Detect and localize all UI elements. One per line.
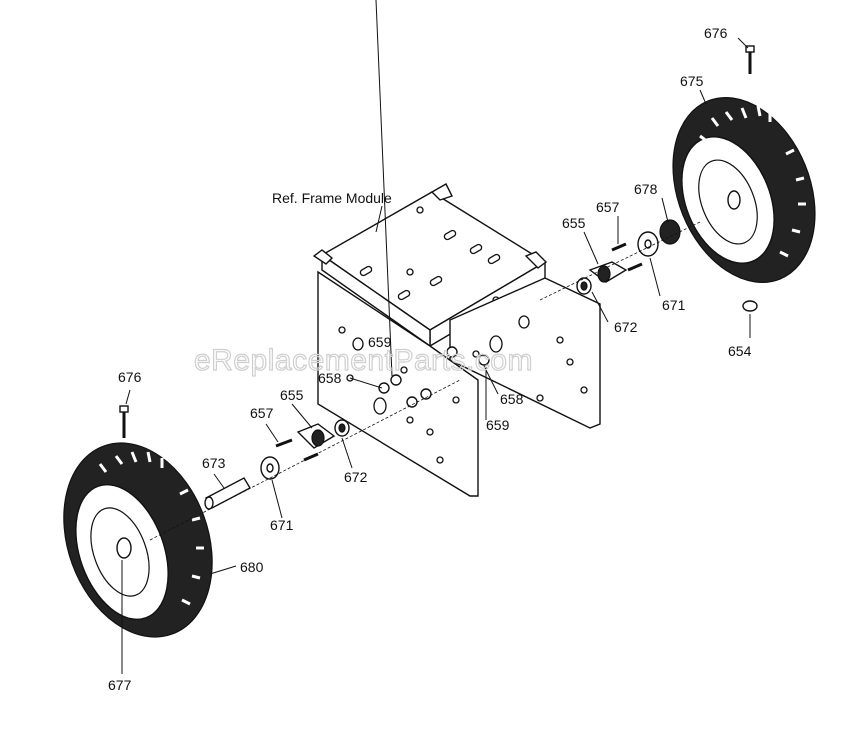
- callout-654: 654: [728, 343, 752, 359]
- callout-658-left: 658: [318, 370, 342, 386]
- callout-673: 673: [202, 455, 226, 471]
- bolt-676-top: [745, 45, 755, 74]
- watermark: eReplacementParts.com: [194, 344, 533, 377]
- callout-675: 675: [680, 73, 704, 89]
- callout-676-left: 676: [118, 369, 142, 385]
- callout-657-right: 657: [596, 199, 620, 215]
- callout-672-right: 672: [614, 319, 638, 335]
- leader-lines: [121, 0, 751, 674]
- frame-module: [312, 183, 601, 497]
- frame-module-label: Ref. Frame Module: [272, 190, 392, 206]
- right-wheel: [672, 97, 816, 283]
- bolt-676-left: [119, 405, 129, 438]
- callout-655-left: 655: [280, 387, 304, 403]
- callout-676-top: 676: [704, 25, 728, 41]
- callout-680: 680: [240, 559, 264, 575]
- callout-657-left: 657: [250, 405, 274, 421]
- callout-677: 677: [108, 677, 132, 693]
- nut-654: [742, 300, 758, 312]
- callout-659-upper: 659: [368, 334, 392, 350]
- right-hub-hardware: [539, 219, 701, 301]
- callout-labels: Ref. Frame Module 676 675 678 657 655 67…: [108, 25, 752, 693]
- callout-671-left: 671: [270, 517, 294, 533]
- left-hub-hardware: [149, 346, 490, 541]
- left-wheel: [63, 442, 213, 638]
- callout-659-lower: 659: [486, 417, 510, 433]
- callout-678: 678: [634, 181, 658, 197]
- callout-655-right: 655: [562, 215, 586, 231]
- callout-671-right: 671: [662, 297, 686, 313]
- callout-672-left: 672: [344, 469, 368, 485]
- callout-658-right: 658: [500, 391, 524, 407]
